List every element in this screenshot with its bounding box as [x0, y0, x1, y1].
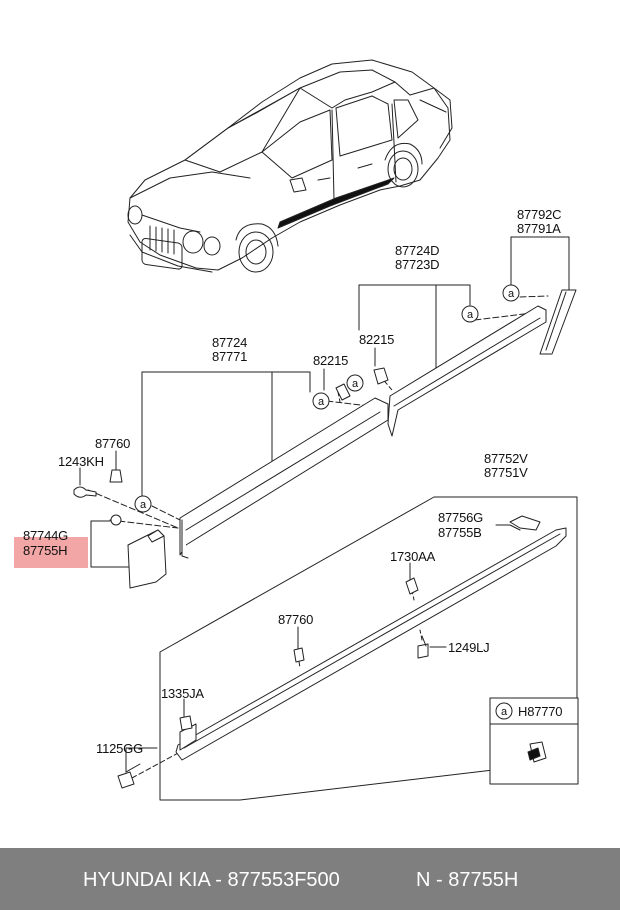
inset-box: a: [489, 697, 579, 785]
label-87755h: 87755H: [23, 543, 68, 558]
callout-letter: a: [140, 499, 147, 511]
label-87760-upper: 87760: [95, 436, 131, 451]
callout-letter: a: [508, 288, 515, 300]
callout-bubble: a: [502, 284, 520, 302]
label-87723d: 87723D: [395, 257, 440, 272]
label-1243kh: 1243KH: [58, 454, 104, 469]
label-87755b: 87755B: [438, 525, 482, 540]
callout-letter: a: [352, 378, 359, 390]
label-87771: 87771: [212, 349, 248, 364]
callout-bubble: a: [134, 495, 152, 513]
callout-letter: a: [467, 309, 474, 321]
label-87752v: 87752V: [484, 451, 528, 466]
footer-bar: HYUNDAI KIA - 877553F500 N - 87755H: [0, 848, 620, 910]
callout-bubble: a: [346, 374, 364, 392]
label-1730aa: 1730AA: [390, 549, 436, 564]
footer-code: N - 87755H: [416, 869, 519, 891]
label-87724: 87724: [212, 335, 248, 350]
diagram-drawing: a a a a a a: [73, 59, 579, 801]
label-87744g: 87744G: [23, 528, 69, 543]
label-82215-right: 82215: [359, 332, 395, 347]
callout-bubble: a: [312, 392, 330, 410]
callout-letter-inset: a: [501, 706, 508, 718]
label-h87770: H87770: [518, 704, 563, 719]
callout-bubbles: a a a a a: [134, 284, 520, 513]
label-87756g: 87756G: [438, 510, 484, 525]
parts: [73, 289, 577, 789]
label-87724d: 87724D: [395, 243, 440, 258]
label-1335ja: 1335JA: [161, 686, 204, 701]
label-87791a: 87791A: [517, 221, 561, 236]
label-87792c: 87792C: [517, 207, 562, 222]
parts-diagram: a a a a a a 87792C 87791A 87724D 87723D …: [14, 59, 579, 801]
label-1249lj: 1249LJ: [448, 640, 490, 655]
label-87760-lower: 87760: [278, 612, 314, 627]
car-illustration: [127, 59, 453, 273]
highlighted-part-box: [14, 537, 88, 568]
label-87751v: 87751V: [484, 465, 528, 480]
callout-bubble: a: [461, 305, 479, 323]
label-82215-left: 82215: [313, 353, 349, 368]
label-1125gg: 1125GG: [96, 741, 143, 756]
footer-brand-part-number: HYUNDAI KIA - 877553F500: [83, 869, 340, 891]
callout-letter: a: [318, 396, 325, 408]
